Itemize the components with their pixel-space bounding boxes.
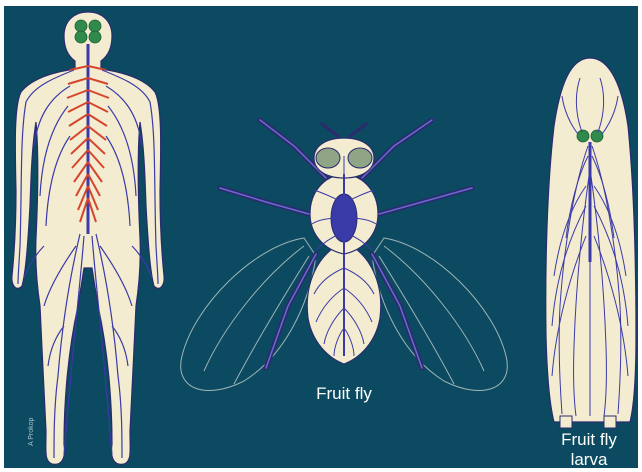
fruit-fly-label: Fruit fly [304, 384, 384, 404]
fruit-fly-larva-label-line1: Fruit fly [539, 430, 638, 450]
larva-tail-right [604, 416, 616, 428]
fruit-fly-larva-figure [546, 58, 636, 428]
larva-tail-left [560, 416, 572, 428]
artist-credit: A Prokop [28, 418, 35, 446]
fruit-fly-larva-label-line2: larva [539, 450, 638, 468]
fly-eye-right [348, 148, 372, 168]
diagram-panel: Fruit fly Fruit fly larva A Prokop [4, 6, 638, 468]
fly-eye-left [316, 148, 340, 168]
